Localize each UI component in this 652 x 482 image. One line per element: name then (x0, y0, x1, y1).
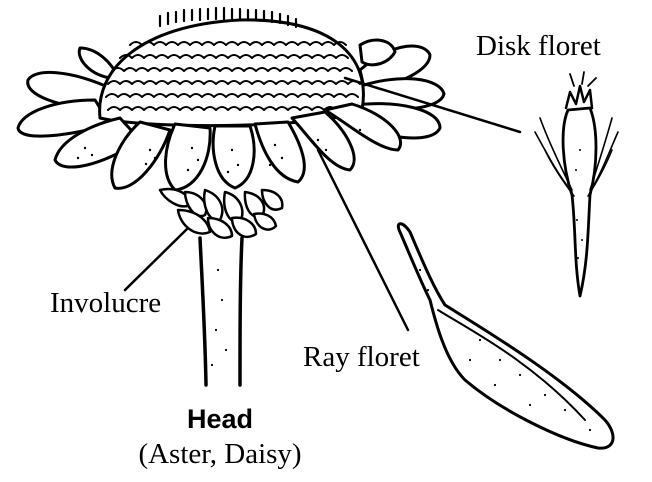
label-examples: (Aster, Daisy) (0, 440, 440, 469)
involucre-bracts (160, 189, 282, 238)
label-head: Head (0, 406, 440, 433)
disk (100, 8, 364, 126)
disk-floret-detail (535, 72, 618, 296)
label-ray-floret: Ray floret (303, 343, 420, 372)
leader-involucre (125, 228, 188, 290)
stem (200, 238, 242, 385)
leader-ray-floret (318, 150, 408, 330)
label-involucre: Involucre (50, 289, 161, 318)
label-disk-floret: Disk floret (476, 32, 601, 61)
